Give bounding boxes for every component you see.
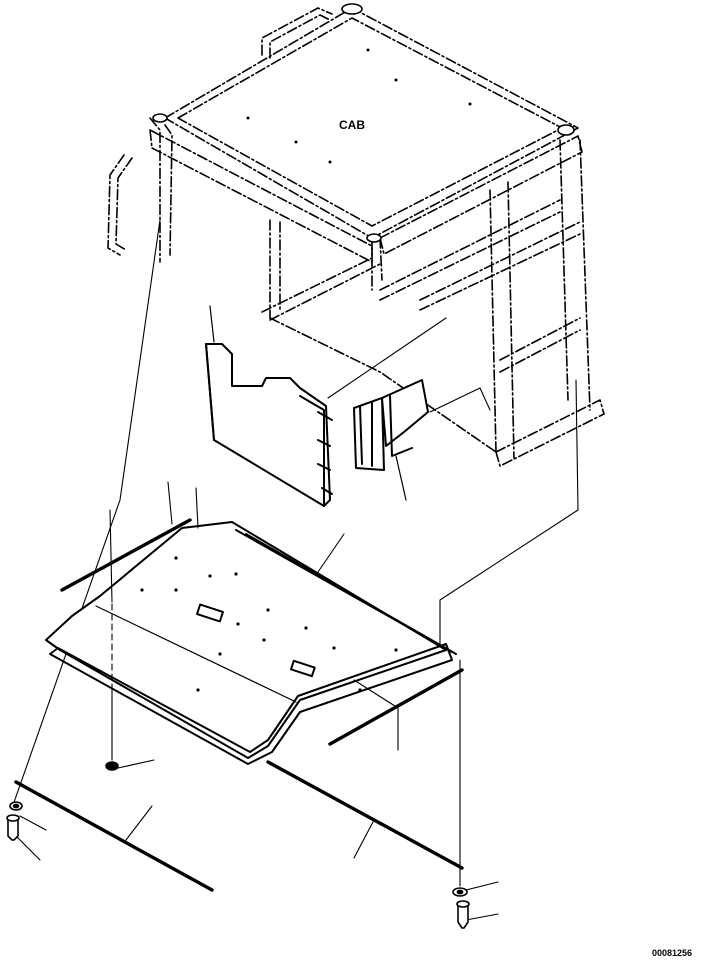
cab-window-bar-1 <box>379 199 561 301</box>
leader-strip-lower-left <box>125 805 153 841</box>
left-washer-hole <box>12 803 20 809</box>
cab-door-post-left <box>269 219 281 319</box>
pad-detail <box>359 395 413 467</box>
leader-cab-left-front <box>11 219 161 809</box>
cab-lifting-eyes <box>152 3 575 243</box>
left-bolt-assembly <box>6 801 23 841</box>
pad-front-block <box>353 397 385 471</box>
cab-bottom-right-frame <box>495 399 605 467</box>
rear-cover-edge-tabs <box>317 411 333 495</box>
floor-plate-holes <box>140 556 398 692</box>
part-leaders <box>15 481 499 921</box>
trim-strip-lower-left <box>14 780 214 892</box>
side-insulation-pad <box>353 379 429 501</box>
rear-cover-thickness <box>205 343 325 507</box>
leader-cab-pad <box>429 387 491 413</box>
trim-strip-left-upper <box>60 518 192 592</box>
cab-leaders <box>11 219 579 809</box>
cab-floor-edge <box>269 317 497 453</box>
leader-bolt-right-1 <box>465 881 499 891</box>
cab-roof-outline <box>164 7 579 239</box>
cab-window-bar-2 <box>419 221 581 311</box>
leader-cab-rear-cover <box>327 317 447 399</box>
right-bolt-assembly <box>452 887 470 929</box>
leader-cab-right-front <box>439 379 579 645</box>
cab-grab-rail-rear-inner <box>269 14 331 59</box>
right-washer-hole <box>456 889 464 895</box>
floor-plate-front-flange <box>235 529 457 655</box>
leader-bolt-right-2 <box>465 913 499 921</box>
rear-cover-body <box>205 343 331 507</box>
rear-floor-cover <box>205 305 333 507</box>
cab-roof-dots <box>246 48 472 164</box>
trim-strip-lower-right <box>266 760 464 870</box>
leader-grommet <box>117 759 155 769</box>
cab-right-beam <box>379 135 583 255</box>
floor-plate <box>45 521 457 765</box>
cab-grab-rail-rear <box>261 7 333 56</box>
pad-back-block <box>381 379 429 447</box>
cab-pillar-front-left <box>149 117 161 263</box>
leader-top-left <box>109 509 113 603</box>
floor-plate-fold-line <box>95 605 297 703</box>
cab-lower-rail <box>261 257 381 321</box>
cab-roof-inner <box>177 17 563 227</box>
cab-pillar-front-left-2 <box>164 124 173 256</box>
cab-window-bar-3 <box>499 317 581 373</box>
pad-leader <box>395 455 407 501</box>
leader-strip-left-upper-1 <box>167 481 173 525</box>
floor-plate-rim <box>49 643 453 765</box>
floor-plate-slot-rear <box>289 659 316 678</box>
floor-plate-outline <box>45 521 447 759</box>
rear-cover-leader <box>209 305 215 343</box>
leader-floor-flange <box>317 533 345 573</box>
cab-grab-rail-left <box>107 154 125 256</box>
leader-strip-lower-right <box>353 819 375 859</box>
cab-front-beam <box>149 129 373 263</box>
cab-pillar-front-center <box>371 237 383 291</box>
leader-strip-left-upper-2 <box>195 487 199 529</box>
cab-frame <box>107 7 605 467</box>
drawing-number: 00081256 <box>652 948 692 958</box>
cab-pillar-rear-right <box>559 139 591 411</box>
cab-grab-rail-left-inner <box>115 157 133 251</box>
floor-plate-slot-front <box>196 603 224 623</box>
leader-strip-right-upper-2 <box>353 679 399 709</box>
leader-bolt-left-1 <box>19 815 47 831</box>
cab-label: CAB <box>339 118 365 132</box>
leader-bolt-left-2 <box>15 835 41 861</box>
cab-pillar-front-right <box>489 181 515 459</box>
floor-grommet <box>105 761 119 771</box>
